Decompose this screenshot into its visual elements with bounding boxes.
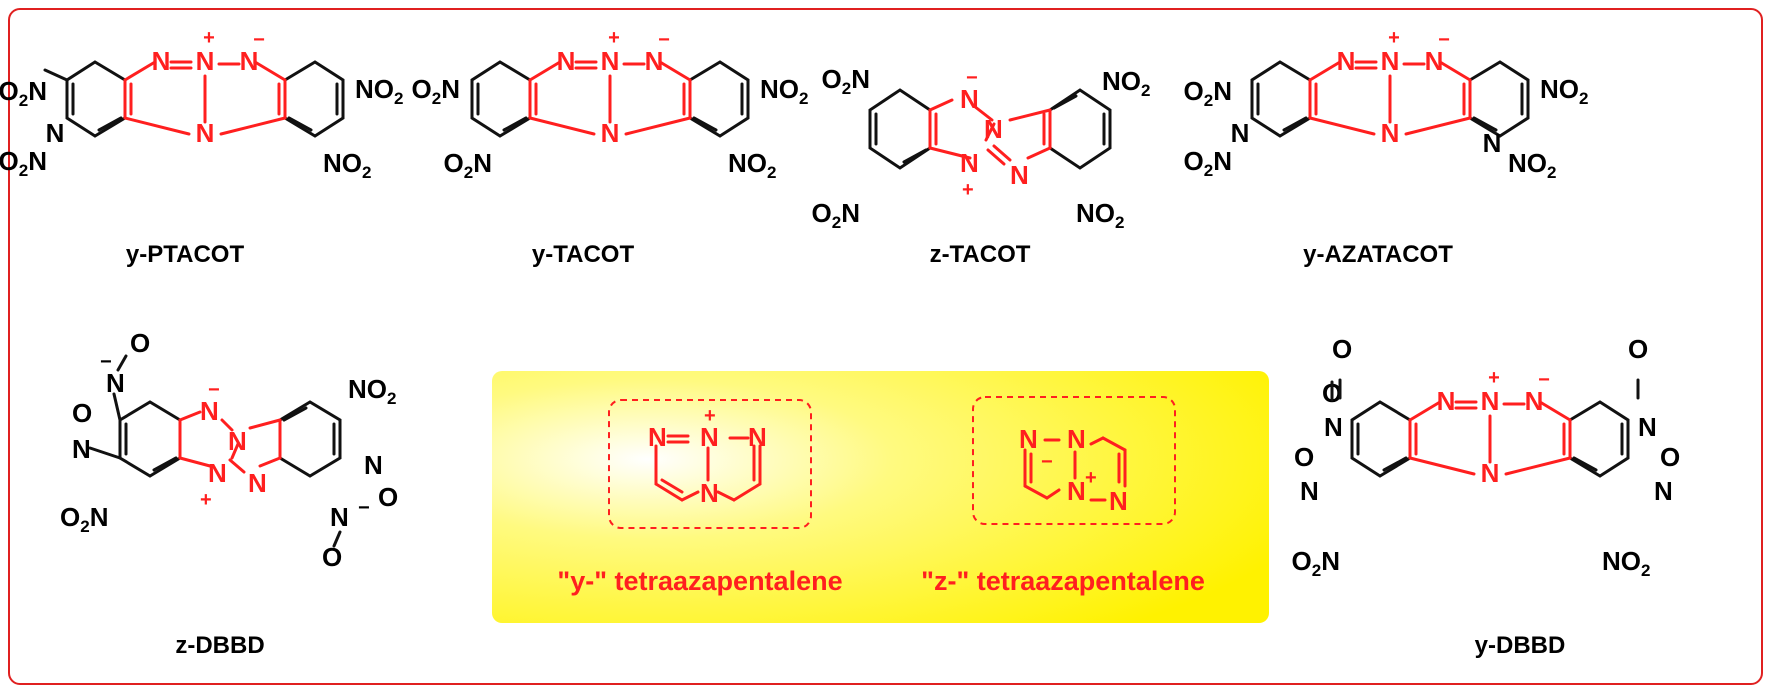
svg-text:N: N bbox=[700, 478, 719, 508]
label-z-tacot: z-TACOT bbox=[930, 241, 1031, 268]
svg-text:−: − bbox=[1041, 451, 1053, 473]
svg-text:N: N bbox=[200, 396, 219, 426]
svg-text:−: − bbox=[100, 351, 112, 373]
svg-text:N: N bbox=[1010, 160, 1029, 190]
label-y-azatacot: y-AZATACOT bbox=[1303, 241, 1453, 268]
svg-text:N: N bbox=[1654, 476, 1673, 506]
svg-text:N: N bbox=[208, 458, 227, 488]
svg-text:N: N bbox=[700, 422, 719, 452]
svg-text:O: O bbox=[130, 328, 150, 358]
svg-text:N: N bbox=[1109, 486, 1128, 516]
svg-text:O2N: O2N bbox=[812, 198, 860, 232]
svg-text:+: + bbox=[1085, 467, 1097, 489]
svg-text:N: N bbox=[106, 368, 125, 398]
outer-frame bbox=[8, 8, 1763, 685]
svg-text:O: O bbox=[1332, 334, 1352, 364]
svg-text:O: O bbox=[322, 542, 342, 572]
svg-text:O2N: O2N bbox=[1292, 546, 1340, 580]
svg-text:N: N bbox=[960, 148, 979, 178]
svg-text:N: N bbox=[72, 434, 91, 464]
y-core-box bbox=[608, 399, 812, 529]
svg-text:O2N: O2N bbox=[1184, 146, 1232, 180]
svg-text:O2N: O2N bbox=[0, 146, 47, 180]
svg-text:N: N bbox=[1067, 476, 1086, 506]
svg-text:−: − bbox=[208, 379, 220, 401]
svg-text:O2N: O2N bbox=[0, 76, 47, 110]
svg-text:NO2: NO2 bbox=[355, 74, 403, 108]
svg-text:NO2: NO2 bbox=[760, 74, 808, 108]
tetraazapentalene-panel: N N N N + N N N N − + "y-" tetraazape bbox=[492, 371, 1269, 623]
molecule-y-tacot: O2N O2N NO2 NO2 bbox=[412, 25, 808, 182]
svg-text:O2N: O2N bbox=[412, 74, 460, 108]
svg-text:N: N bbox=[648, 422, 667, 452]
svg-text:−: − bbox=[358, 497, 370, 519]
y-tetraazapentalene-structure: N N N N + bbox=[648, 405, 767, 508]
z-tetraazapentalene-structure: N N N N − + bbox=[1019, 424, 1128, 516]
label-y-tacot: y-TACOT bbox=[532, 241, 635, 268]
svg-text:N: N bbox=[46, 118, 65, 148]
svg-text:NO2: NO2 bbox=[1102, 66, 1150, 100]
svg-text:N: N bbox=[984, 114, 1003, 144]
svg-text:N: N bbox=[1067, 424, 1086, 454]
svg-text:NO2: NO2 bbox=[1508, 148, 1556, 182]
molecule-z-tacot: N N N N − + O2N O2N NO2 NO2 bbox=[812, 64, 1151, 232]
svg-text:N: N bbox=[960, 84, 979, 114]
svg-text:NO2: NO2 bbox=[1076, 198, 1124, 232]
svg-text:O2N: O2N bbox=[60, 502, 108, 536]
molecule-y-ptacot: O2N O2N N NO2 NO2 bbox=[0, 25, 403, 182]
svg-text:O: O bbox=[378, 482, 398, 512]
svg-text:N: N bbox=[1019, 424, 1038, 454]
svg-text:O: O bbox=[72, 398, 92, 428]
svg-text:O2N: O2N bbox=[1184, 76, 1232, 110]
molecule-y-dbbd: O N O N O N O N O O2N NO2 bbox=[1292, 334, 1681, 580]
molecule-z-dbbd: N N N N − + N O N O − O2N NO2 N O N − O bbox=[60, 328, 398, 572]
svg-text:N: N bbox=[1300, 476, 1319, 506]
svg-text:+: + bbox=[704, 405, 716, 427]
svg-text:NO2: NO2 bbox=[348, 374, 396, 408]
svg-text:O: O bbox=[1628, 334, 1648, 364]
svg-text:N: N bbox=[330, 502, 349, 532]
molecule-y-azatacot: O2N O2N N N NO2 NO2 bbox=[1184, 25, 1588, 182]
svg-text:N: N bbox=[1324, 412, 1343, 442]
z-core-box bbox=[972, 396, 1176, 525]
svg-text:N: N bbox=[364, 450, 383, 480]
svg-text:O: O bbox=[1660, 442, 1680, 472]
svg-text:NO2: NO2 bbox=[323, 148, 371, 182]
svg-text:N: N bbox=[1638, 412, 1657, 442]
z-tetraazapentalene-label: "z-" tetraazapentalene bbox=[921, 566, 1205, 596]
svg-text:N: N bbox=[248, 468, 267, 498]
svg-text:O2N: O2N bbox=[822, 64, 870, 98]
svg-text:+: + bbox=[200, 489, 212, 511]
svg-text:N: N bbox=[228, 426, 247, 456]
svg-text:N: N bbox=[748, 422, 767, 452]
label-z-dbbd: z-DBBD bbox=[175, 632, 264, 659]
svg-text:NO2: NO2 bbox=[1602, 546, 1650, 580]
label-y-dbbd: y-DBBD bbox=[1475, 632, 1566, 659]
svg-text:NO2: NO2 bbox=[1540, 74, 1588, 108]
y-tetraazapentalene-label: "y-" tetraazapentalene bbox=[557, 566, 842, 596]
svg-text:+: + bbox=[962, 179, 974, 201]
svg-text:N: N bbox=[1483, 128, 1502, 158]
svg-text:O: O bbox=[1294, 442, 1314, 472]
svg-text:O2N: O2N bbox=[444, 148, 492, 182]
svg-text:−: − bbox=[966, 67, 978, 89]
label-y-ptacot: y-PTACOT bbox=[126, 241, 245, 268]
svg-text:NO2: NO2 bbox=[728, 148, 776, 182]
svg-text:N: N bbox=[1231, 118, 1250, 148]
